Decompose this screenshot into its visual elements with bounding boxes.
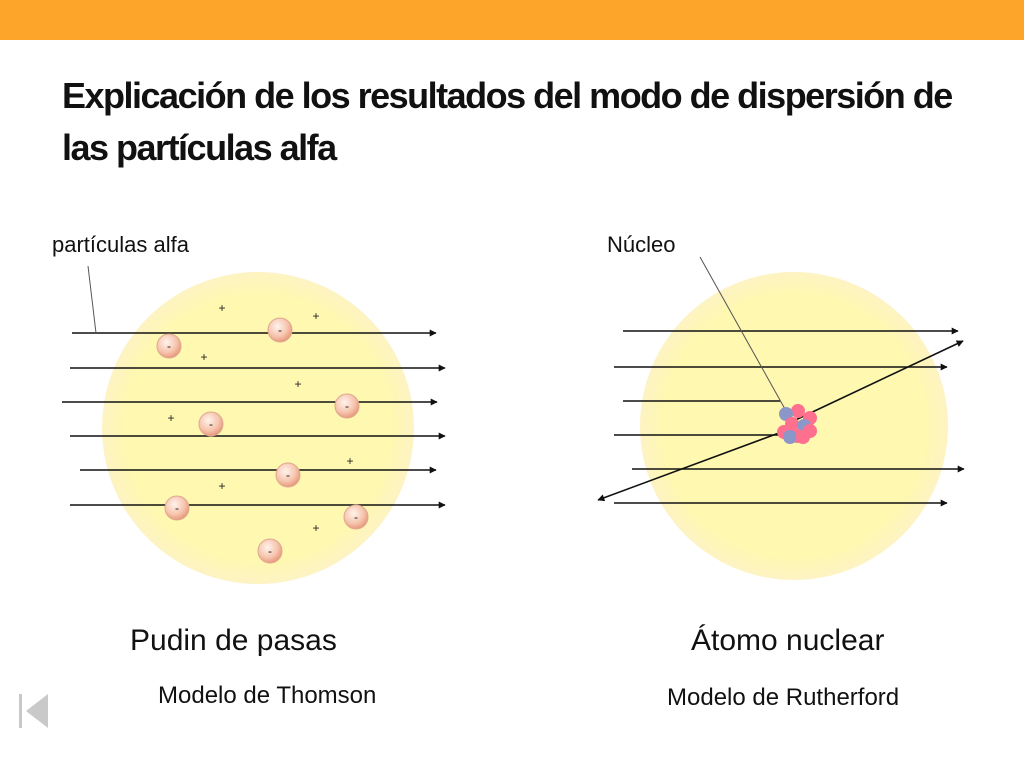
thomson-name-label: Pudin de pasas (130, 624, 337, 657)
top-accent-bar (0, 0, 1024, 40)
alpha-particles-label: partículas alfa (52, 232, 189, 257)
rutherford-model-label: Modelo de Rutherford (667, 684, 900, 711)
negative-charge: - (267, 317, 293, 343)
positive-charge: + (312, 521, 319, 535)
positive-charge: + (167, 411, 174, 425)
negative-charges: - - - - - - - (156, 317, 369, 564)
negative-charge: - (164, 495, 190, 521)
rutherford-straight-paths (614, 327, 965, 507)
rutherford-model (597, 256, 965, 580)
svg-text:-: - (278, 323, 282, 337)
svg-text:-: - (354, 510, 358, 524)
svg-text:-: - (175, 501, 179, 515)
svg-text:-: - (167, 339, 171, 353)
nucleus-label: Núcleo (607, 232, 676, 257)
rutherford-name-label: Átomo nuclear (691, 624, 885, 657)
svg-text:-: - (209, 417, 213, 431)
positive-charge: + (312, 309, 319, 323)
thomson-atom-sphere (102, 272, 414, 584)
svg-text:-: - (345, 399, 349, 413)
skip-back-icon[interactable] (18, 690, 52, 732)
thomson-model: - - - - - - - (62, 265, 446, 584)
positive-charge: + (218, 301, 225, 315)
negative-charge: - (343, 504, 369, 530)
negative-charge: - (198, 411, 224, 437)
negative-charge: - (275, 462, 301, 488)
thomson-model-label: Modelo de Thomson (158, 682, 377, 709)
negative-charge: - (257, 538, 283, 564)
positive-charge: + (200, 350, 207, 364)
svg-text:-: - (286, 468, 290, 482)
rutherford-deflected-path (786, 340, 964, 425)
negative-charge: - (334, 393, 360, 419)
nucleus-pointer-line (699, 256, 791, 419)
positive-charges: + + + + + + + + (167, 301, 353, 535)
rutherford-reflected-path (597, 429, 788, 502)
negative-charge: - (156, 333, 182, 359)
slide-title-line-2: las partículas alfa (62, 127, 337, 168)
svg-text:-: - (268, 544, 272, 558)
slide-title-line-1: Explicación de los resultados del modo d… (62, 75, 953, 116)
positive-charge: + (346, 454, 353, 468)
positive-charge: + (218, 479, 225, 493)
alpha-particles-pointer-line (87, 265, 97, 334)
positive-charge: + (294, 377, 301, 391)
thomson-alpha-paths (62, 329, 446, 509)
slide-title: Explicación de los resultados del modo d… (62, 70, 962, 174)
nucleus (777, 404, 817, 444)
